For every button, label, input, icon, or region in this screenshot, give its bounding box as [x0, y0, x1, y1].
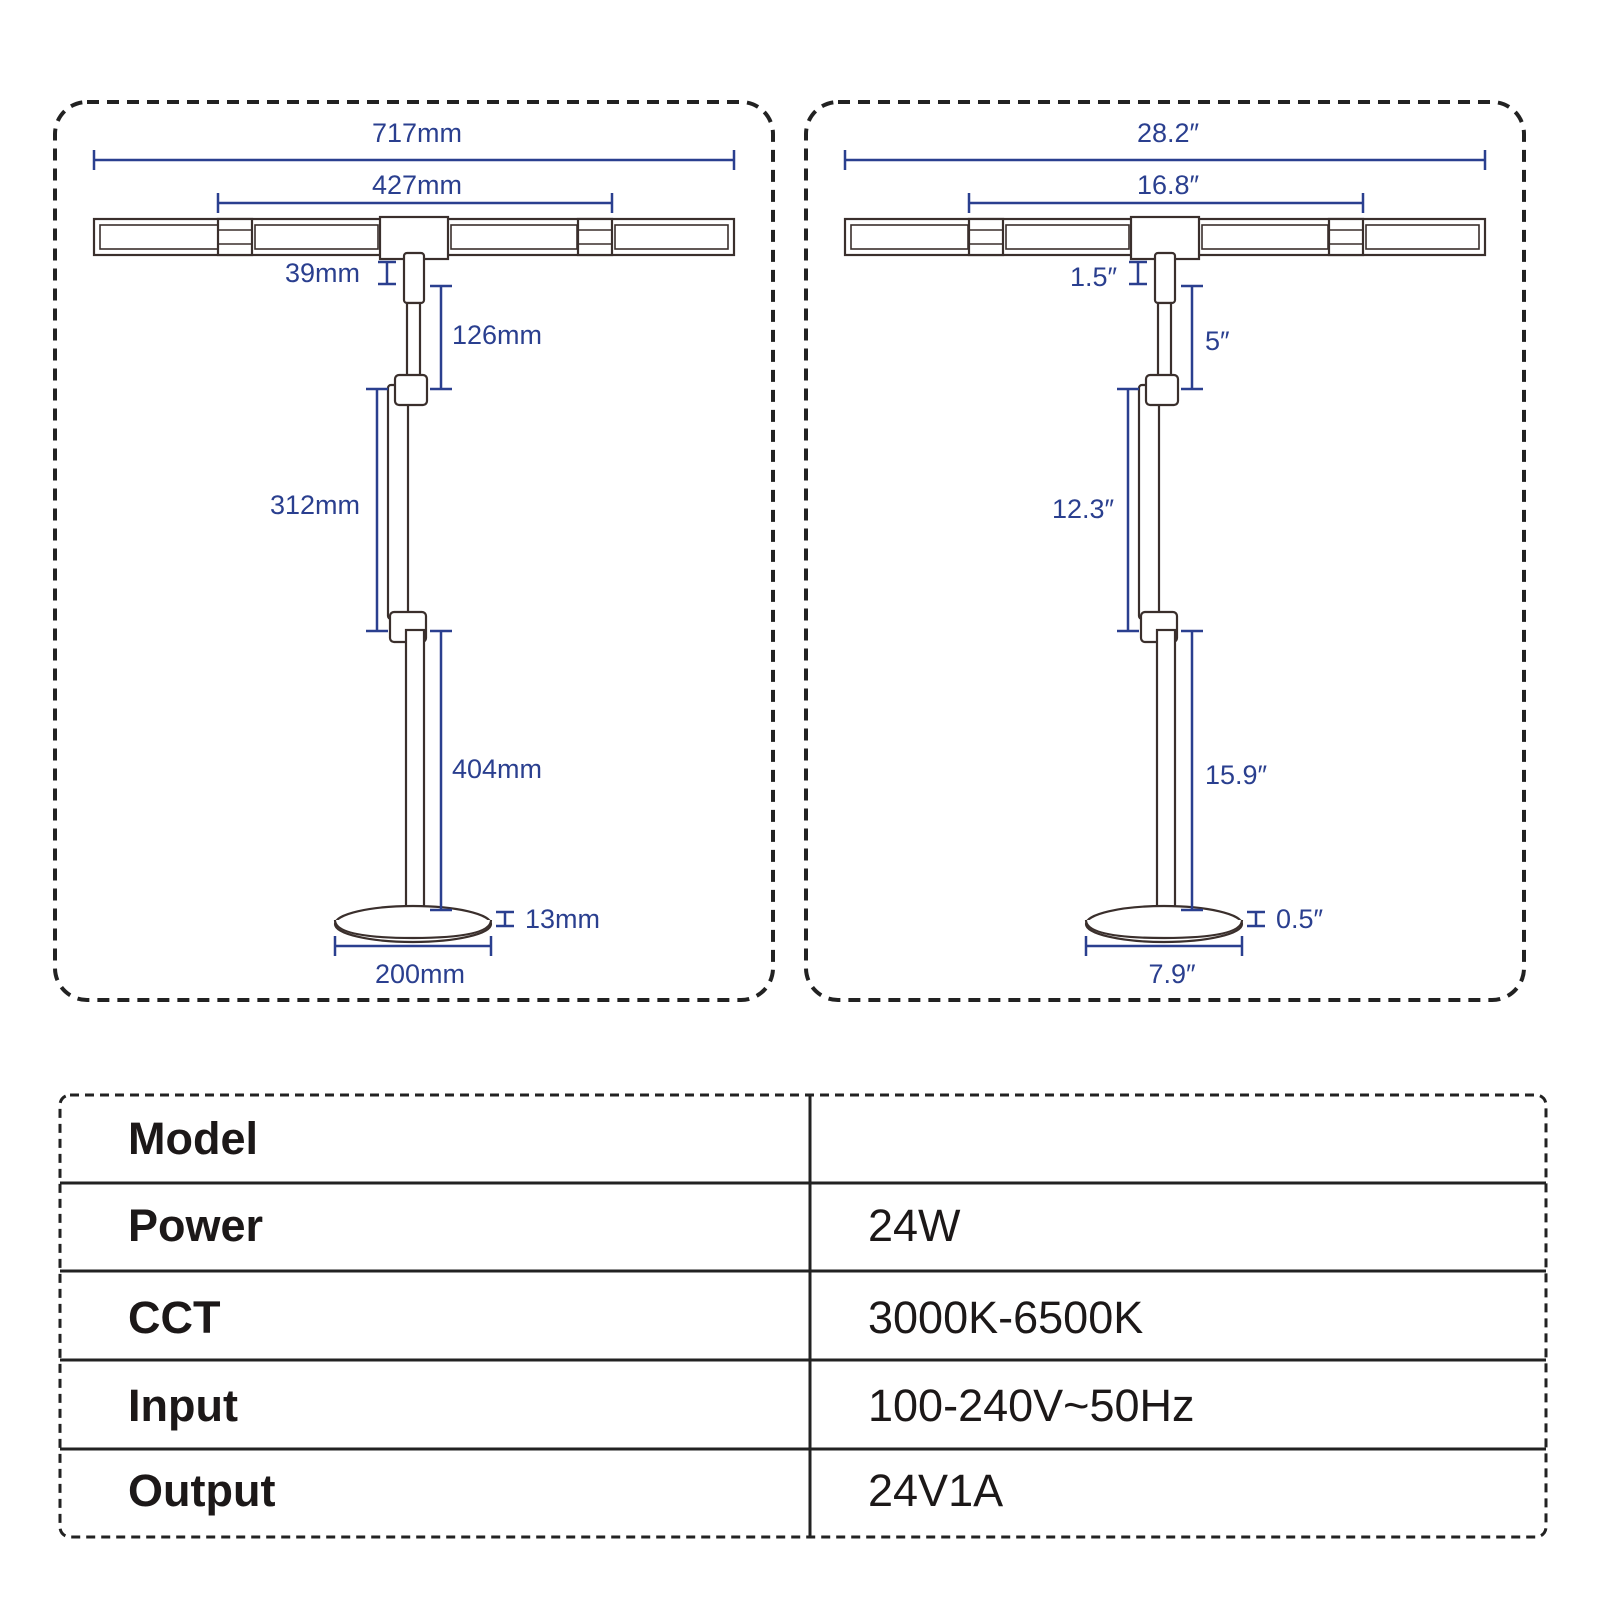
spec-label-input: Input [128, 1380, 238, 1431]
spec-table: Model Power 24W CCT 3000K-6500K Input 10… [58, 1093, 1548, 1539]
metric-upper-arm-label: 126mm [452, 320, 542, 350]
metric-base-diameter-label: 200mm [375, 959, 465, 989]
spec-label-power: Power [128, 1200, 264, 1251]
imperial-lamp-stand [1084, 251, 1244, 944]
imperial-upper-arm-label: 5″ [1205, 326, 1230, 356]
spec-value-power: 24W [868, 1200, 961, 1251]
metric-head-offset-label: 39mm [285, 258, 360, 288]
imperial-lower-arm-label: 15.9″ [1205, 760, 1268, 790]
metric-overall-width-label: 717mm [372, 118, 462, 148]
spec-label-cct: CCT [128, 1292, 221, 1343]
metric-base-thickness-label: 13mm [525, 904, 600, 934]
metric-panel-frame [53, 100, 775, 1002]
spec-value-output: 24V1A [868, 1465, 1004, 1516]
spec-label-output: Output [128, 1465, 276, 1516]
spec-value-input: 100-240V~50Hz [868, 1380, 1195, 1431]
imperial-light-bar [843, 215, 1487, 261]
imperial-dimension-panel: 28.2″ 16.8″ 1.5″ 5″ 12.3″ 15.9″ 0.5″ 7.9… [804, 100, 1526, 1002]
imperial-head-offset-label: 1.5″ [1070, 262, 1118, 292]
imperial-base-diameter-label: 7.9″ [1148, 959, 1196, 989]
imperial-panel-frame [804, 100, 1526, 1002]
metric-lamp-stand [333, 251, 493, 944]
spec-label-model: Model [128, 1113, 258, 1164]
spec-table-grid [58, 1093, 1548, 1539]
metric-dimension-lines [92, 150, 736, 956]
metric-inner-width-label: 427mm [372, 170, 462, 200]
metric-lower-arm-label: 404mm [452, 754, 542, 784]
imperial-dimension-lines [843, 150, 1487, 956]
imperial-inner-width-label: 16.8″ [1137, 170, 1200, 200]
imperial-base-thickness-label: 0.5″ [1276, 904, 1324, 934]
spec-value-cct: 3000K-6500K [868, 1292, 1144, 1343]
metric-dimension-panel: 717mm 427mm 39mm 126mm 312mm 404mm 13mm … [53, 100, 775, 1002]
imperial-middle-arm-label: 12.3″ [1052, 494, 1115, 524]
metric-middle-arm-label: 312mm [270, 490, 360, 520]
imperial-overall-width-label: 28.2″ [1137, 118, 1200, 148]
